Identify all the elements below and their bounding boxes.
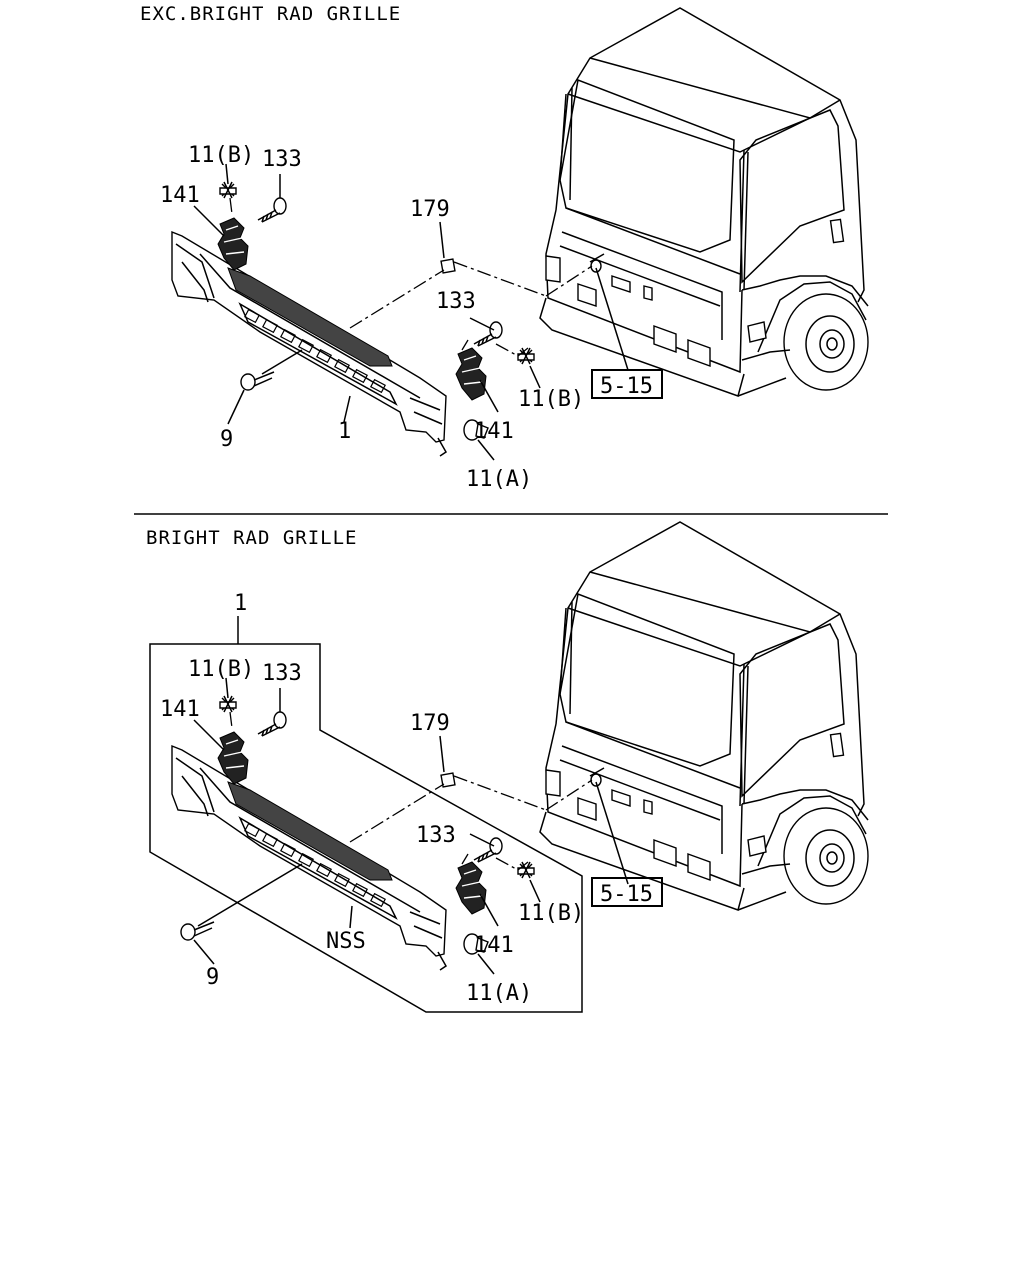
nut-179 — [440, 772, 456, 788]
label-11a: 11(A) — [466, 467, 532, 492]
label-141-left: 141 — [160, 697, 200, 722]
label-179: 179 — [410, 197, 450, 222]
ref-box — [591, 877, 663, 907]
section-title: EXC.BRIGHT RAD GRILLE — [140, 3, 401, 25]
label-11b-right: 11(B) — [518, 387, 584, 412]
label-179: 179 — [410, 711, 450, 736]
radiator-grille — [171, 231, 447, 457]
screw-133-left — [257, 197, 287, 223]
ref-box — [591, 369, 663, 399]
screw-133-right — [473, 321, 503, 347]
clip-11a — [463, 419, 489, 441]
label-133-left: 133 — [262, 147, 302, 172]
label-133-right: 133 — [436, 289, 476, 314]
screw-133-left — [257, 711, 287, 737]
label-9: 9 — [220, 427, 233, 452]
section-title: BRIGHT RAD GRILLE — [146, 527, 357, 549]
label-133-left: 133 — [262, 661, 302, 686]
assembly-outline — [149, 643, 583, 1013]
screw-9 — [240, 371, 275, 391]
ref-box-label: 5-15 — [600, 374, 653, 399]
label-11b-left: 11(B) — [188, 657, 254, 682]
label-nss: NSS — [326, 929, 366, 954]
label-9: 9 — [206, 965, 219, 990]
radiator-grille — [171, 745, 447, 971]
clip-11b-left — [219, 695, 237, 713]
bracket-141-right — [455, 861, 487, 915]
section-exc-bright-rad-grille: EXC.BRIGHT RAD GRILLE — [140, 3, 869, 492]
section-bright-rad-grille: BRIGHT RAD GRILLE — [146, 521, 869, 1013]
bracket-141-right — [455, 347, 487, 401]
label-133-right: 133 — [416, 823, 456, 848]
label-141-right: 141 — [474, 933, 514, 958]
label-1: 1 — [338, 419, 351, 444]
nut-179 — [440, 258, 456, 274]
truck-cab — [539, 7, 869, 397]
screw-9 — [180, 921, 215, 941]
label-1: 1 — [234, 591, 247, 616]
clip-11b-left — [219, 181, 237, 199]
truck-cab — [539, 521, 869, 911]
label-141-right: 141 — [474, 419, 514, 444]
label-11a: 11(A) — [466, 981, 532, 1006]
clip-11a — [463, 933, 489, 955]
ref-box-label: 5-15 — [600, 882, 653, 907]
label-141-left: 141 — [160, 183, 200, 208]
label-11b-right: 11(B) — [518, 901, 584, 926]
label-11b-left: 11(B) — [188, 143, 254, 168]
